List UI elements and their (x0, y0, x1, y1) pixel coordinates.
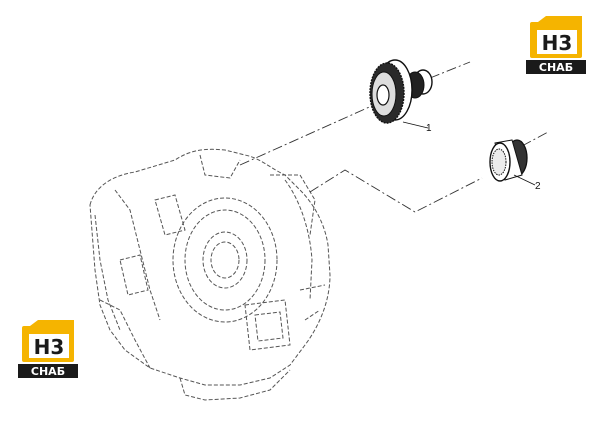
brand-logo-bottom: H3 CHAБ (18, 320, 78, 378)
logo-mark-top: H3 (542, 31, 573, 55)
logo-mark-bottom: H3 (34, 335, 65, 359)
brand-logo-top: H3 CHAБ (526, 16, 586, 74)
logo-label-bottom: CHAБ (31, 365, 65, 378)
splined-hub-part (489, 139, 536, 186)
callout-2-label: 2 (535, 181, 541, 192)
alignment-lines (239, 61, 549, 213)
transmission-housing (89, 148, 331, 401)
logo-label-top: CHAБ (539, 61, 573, 74)
gear-part (369, 59, 433, 129)
callout-1-label: 1 (426, 123, 432, 134)
